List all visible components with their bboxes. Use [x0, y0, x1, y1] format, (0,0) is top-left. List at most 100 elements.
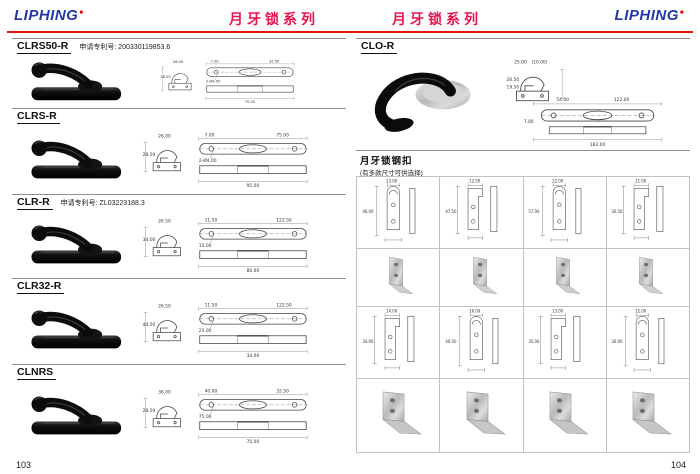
keeper-section-header: 月牙锁钢扣 (有多款尺寸可供选择)	[356, 150, 690, 177]
page-number-right: 104	[670, 460, 686, 470]
product-model: CLR-R	[17, 196, 53, 210]
dim-label: 13.00	[386, 179, 398, 184]
dim-label: 28.50	[143, 152, 156, 158]
keeper-drawing: 47.50 12.50	[445, 179, 521, 246]
keeper-photo	[614, 383, 681, 447]
keeper-photo	[531, 383, 598, 447]
dim-label: 19.50	[507, 84, 520, 90]
keeper-photo-cell	[357, 379, 441, 453]
series-title-right: 月牙锁系列	[392, 11, 482, 27]
technical-drawing: 26.50 34.00 11.50 122.50 80.00 15.00	[143, 217, 308, 274]
dim-label: 30.50	[612, 210, 624, 215]
dim-label: 25.00	[514, 59, 527, 65]
logo-mark-icon: ■	[679, 10, 684, 16]
product-photo	[16, 303, 128, 355]
keeper-drawing: 46.00 13.00	[362, 179, 438, 246]
dim-label: 13.00	[552, 309, 564, 314]
technical-drawing: 26.00 28.50 7.00 32.50 70.00 2-Ø4.50	[160, 59, 295, 104]
keeper-drawing: 34.00 14.00	[362, 309, 438, 376]
product-header: CLR-R 申请专利号: ZL03223188.3	[12, 196, 346, 210]
product-photo	[16, 389, 128, 441]
dim-label: 70.00	[247, 439, 260, 445]
keeper-drawing-cell: 35.00 13.00	[523, 307, 607, 379]
dim-label: 95.00	[247, 183, 260, 189]
dim-label: 32.50	[269, 59, 280, 63]
product-body: 25.00 (10.00) 54.00 122.00 182.00 26.50 …	[356, 54, 690, 149]
product-section-clnrs: CLNRS 36.00 28.50 40.00 32.50 70.00 75.0…	[12, 364, 346, 450]
keeper-photo-cell	[440, 379, 524, 453]
page-number-left: 103	[16, 460, 32, 470]
product-model: CLRS-R	[17, 110, 60, 124]
product-header: CLNRS	[12, 366, 346, 380]
dim-label: 16.00	[469, 309, 481, 314]
dim-label: 28.50	[160, 75, 171, 79]
keeper-drawing: 30.50 21.00	[612, 179, 687, 246]
product-section-clr32r: CLR32-R 26.50 44.50 11.50 122.50 34.00 2…	[12, 278, 346, 364]
dim-label: 70.00	[245, 100, 256, 104]
dim-label: 28.50	[143, 408, 156, 414]
dim-label: 7.00	[211, 59, 220, 63]
keeper-photo	[448, 383, 515, 447]
product-model: CLR32-R	[17, 280, 65, 294]
brand-logo-text: LIPHING	[14, 7, 79, 24]
brand-logo-right: LIPHING■	[615, 7, 684, 24]
dim-label: 2-Ø4.50	[206, 79, 221, 84]
product-body: 26.50 44.50 11.50 122.50 34.00 25.00	[12, 294, 346, 363]
keeper-drawing: 35.00 13.00	[528, 309, 604, 376]
product-photo	[358, 69, 486, 135]
dim-label: 46.00	[362, 210, 374, 215]
product-body: 26.00 28.50 7.00 75.00 95.00 2-Ø4.00	[12, 124, 346, 193]
product-header: CLRS50-R 申请专利号: 200330119853.6	[12, 40, 346, 54]
dim-label: 34.00	[362, 340, 374, 345]
technical-drawing: 25.00 (10.00) 54.00 122.00 182.00 26.50 …	[507, 59, 662, 148]
product-patent: 申请专利号: 200330119853.6	[79, 44, 171, 51]
keeper-section-title: 月牙锁钢扣	[360, 156, 413, 167]
keeper-drawing-cell: 30.00 12.00	[606, 307, 690, 379]
header-rule	[7, 31, 693, 33]
dim-label: 75.00	[199, 413, 212, 419]
dim-label: 47.50	[445, 210, 457, 215]
logo-mark-icon: ■	[79, 10, 84, 16]
dim-label: 54.00	[556, 97, 569, 103]
dim-label: 75.00	[276, 132, 289, 138]
keeper-photo	[364, 252, 431, 302]
product-patent: 申请专利号: ZL03223188.3	[60, 200, 145, 207]
product-photo	[16, 57, 128, 105]
keeper-drawing-cell: 47.50 12.50	[440, 177, 524, 249]
technical-drawing: 26.00 28.50 7.00 75.00 95.00 2-Ø4.00	[143, 132, 308, 189]
brand-logo-text: LIPHING	[614, 7, 679, 24]
dim-label: 44.50	[143, 322, 156, 328]
dim-label: 2-Ø4.00	[199, 156, 217, 163]
technical-drawing: 36.00 28.50 40.00 32.50 70.00 75.00	[143, 388, 308, 445]
product-section-clrs50r: CLRS50-R 申请专利号: 200330119853.6 26.00 28.…	[12, 38, 346, 108]
keeper-photo-cell	[357, 249, 441, 307]
dim-label: 7.00	[524, 119, 534, 125]
left-page: CLRS50-R 申请专利号: 200330119853.6 26.00 28.…	[12, 38, 346, 456]
technical-drawing: 26.50 44.50 11.50 122.50 34.00 25.00	[143, 302, 308, 359]
dim-label: 15.00	[199, 242, 212, 248]
product-model: CLO-R	[361, 40, 398, 54]
dim-label: 22.00	[552, 179, 564, 184]
dim-label: 12.00	[635, 309, 647, 314]
product-section-clrr: CLR-R 申请专利号: ZL03223188.3 26.50 34.00 11…	[12, 194, 346, 278]
dim-label: 11.50	[205, 302, 218, 308]
series-title-left: 月牙锁系列	[229, 11, 319, 27]
dim-label: 40.00	[205, 388, 218, 394]
dim-label: 122.50	[276, 302, 292, 308]
keeper-drawing-cell: 34.00 14.00	[357, 307, 441, 379]
product-header: CLO-R	[356, 40, 690, 54]
dim-label: 26.00	[158, 133, 171, 139]
dim-label: 26.50	[507, 76, 520, 82]
dim-label: 30.00	[612, 340, 624, 345]
dim-label: 182.00	[590, 142, 606, 148]
keeper-drawing-cell: 30.50 21.00	[606, 177, 690, 249]
keeper-drawing: 57.00 22.00	[528, 179, 604, 246]
dim-label: 12.50	[469, 179, 481, 184]
dim-label: 21.00	[635, 179, 647, 184]
dim-label: 7.00	[205, 132, 215, 138]
product-photo	[16, 218, 128, 270]
dim-label: 34.00	[143, 237, 156, 243]
keeper-photo-cell	[523, 249, 607, 307]
keeper-drawing: 40.50 16.00	[445, 309, 521, 376]
